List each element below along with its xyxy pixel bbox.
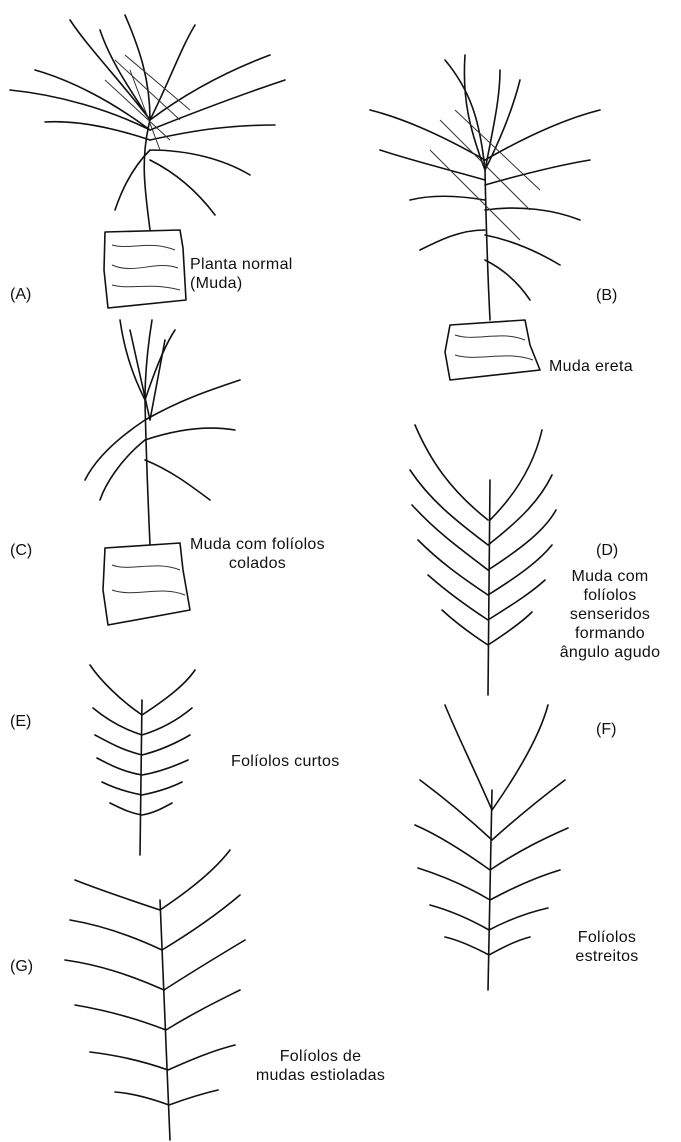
panel-letter-e: (E) xyxy=(10,712,31,731)
caption-c: Muda com folíolos colados xyxy=(190,535,325,573)
panel-letter-c: (C) xyxy=(10,541,32,560)
seedling-acute-leaflets-drawing xyxy=(410,425,556,695)
caption-f: Folíolos estreitos xyxy=(557,928,657,966)
panel-letter-b: (B) xyxy=(596,286,617,305)
caption-a: Planta normal (Muda) xyxy=(190,255,293,293)
panel-letter-g: (G) xyxy=(10,957,33,976)
caption-e: Folíolos curtos xyxy=(231,752,340,771)
panel-letter-a: (A) xyxy=(10,285,31,304)
caption-b: Muda ereta xyxy=(549,357,633,376)
seedling-erect-drawing xyxy=(370,55,600,380)
caption-d: Muda com folíolos senseridos formando ân… xyxy=(540,567,680,662)
seedling-stuck-leaflets-drawing xyxy=(85,320,240,625)
panel-letter-d: (D) xyxy=(596,541,618,560)
narrow-leaflets-drawing xyxy=(415,705,568,990)
short-leaflets-drawing xyxy=(90,665,195,855)
caption-g: Folíolos de mudas estioladas xyxy=(228,1047,413,1085)
etiolated-leaflets-drawing xyxy=(65,850,245,1140)
panel-letter-f: (F) xyxy=(596,720,616,739)
